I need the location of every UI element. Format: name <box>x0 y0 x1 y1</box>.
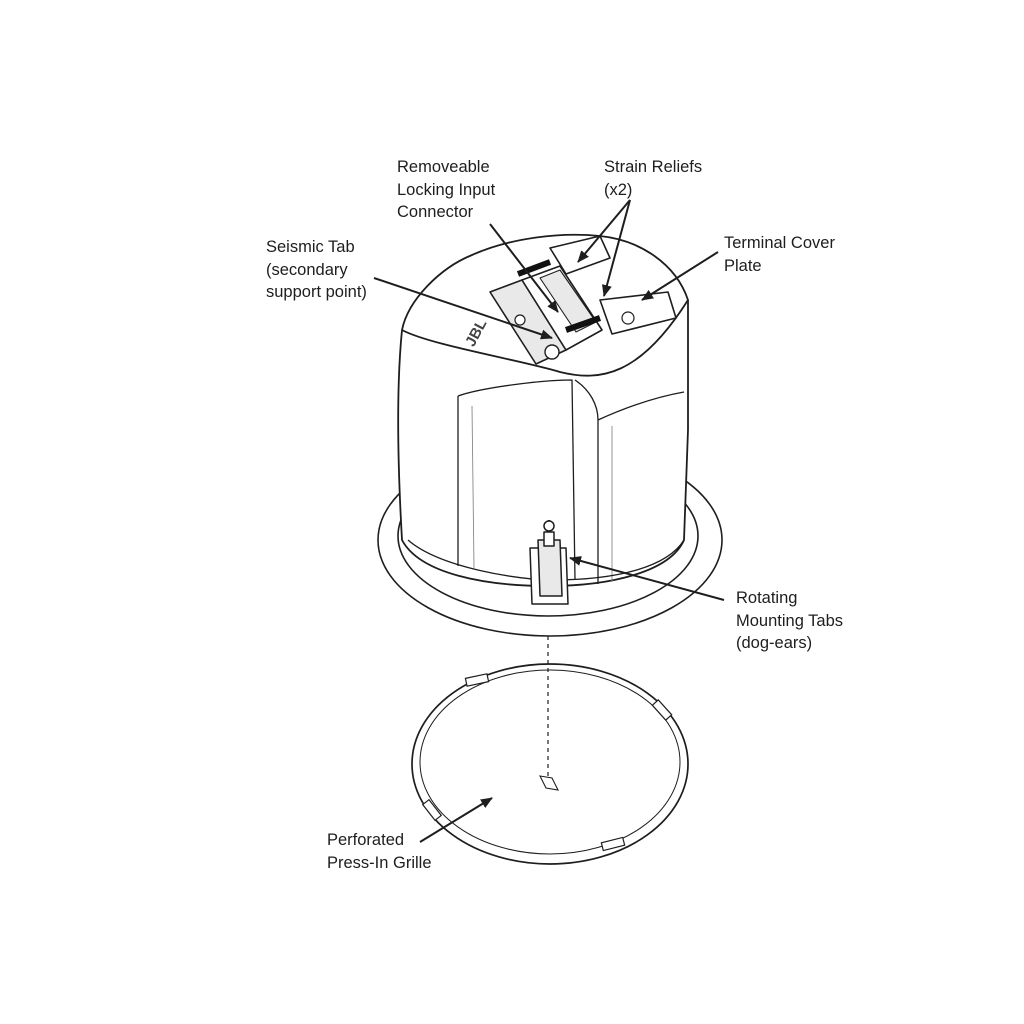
callout-seismic-tab: Seismic Tab (secondary support point) <box>266 236 367 304</box>
callout-seismic-line-2: (secondary <box>266 260 348 279</box>
callout-connector-line-1: Removeable <box>397 158 490 176</box>
callout-rotating-tabs: Rotating Mounting Tabs (dog-ears) <box>736 587 843 655</box>
callout-seismic-line-3: support point) <box>266 283 367 301</box>
callout-terminal-line-1: Terminal Cover <box>724 234 835 252</box>
callout-connector-line-2: Locking Input <box>397 180 496 199</box>
callout-rotating-line-1: Rotating <box>736 589 798 607</box>
press-in-grille <box>411 663 689 865</box>
leader-seismic <box>373 277 553 340</box>
callout-seismic-line-1: Seismic Tab <box>266 238 355 256</box>
callout-terminal-line-2: Plate <box>724 256 762 275</box>
leader-rotating <box>569 556 725 601</box>
callout-connector-line-3: Connector <box>397 203 474 221</box>
callout-strain-line-2: (x2) <box>604 180 633 199</box>
leader-grille <box>419 797 493 843</box>
leader-strain-1 <box>577 199 631 263</box>
leader-terminal <box>641 251 719 301</box>
callout-strain-reliefs: Strain Reliefs (x2) <box>604 156 702 201</box>
leader-strain-2 <box>602 199 631 297</box>
callout-rotating-line-2: Mounting Tabs <box>736 611 844 630</box>
leader-lines <box>373 199 725 843</box>
callout-rotating-line-3: (dog-ears) <box>736 634 813 652</box>
callout-connector: Removeable Locking Input Connector <box>397 156 495 224</box>
rotating-mounting-tab <box>529 520 569 605</box>
callout-terminal-cover: Terminal Cover Plate <box>724 232 835 277</box>
leader-connector <box>489 223 559 313</box>
callout-strain-line-1: Strain Reliefs <box>604 158 703 176</box>
callout-grille: Perforated Press-In Grille <box>327 829 432 874</box>
callout-grille-line-1: Perforated <box>327 831 405 849</box>
callout-grille-line-2: Press-In Grille <box>327 853 432 872</box>
